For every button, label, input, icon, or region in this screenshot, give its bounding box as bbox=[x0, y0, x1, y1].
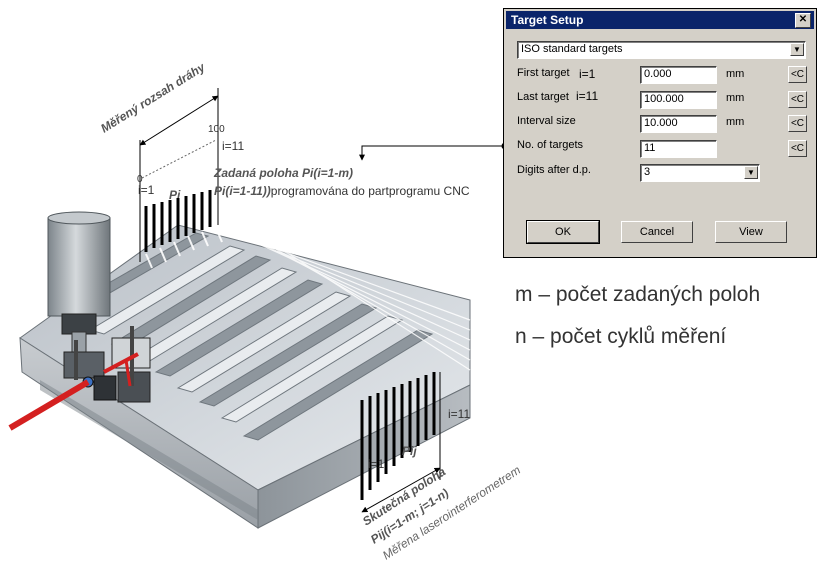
last-target-clear-button[interactable]: <C bbox=[788, 91, 807, 108]
note-m: m – počet zadaných poloh bbox=[515, 283, 761, 306]
zadana-label-1: Zadaná poloha Pi(i=1-m) bbox=[213, 166, 353, 180]
table-ledge bbox=[40, 380, 258, 520]
first-target-unit: mm bbox=[726, 68, 745, 80]
top-target-markers bbox=[144, 190, 212, 252]
digits-chevron-down-icon[interactable]: ▼ bbox=[744, 166, 758, 179]
ok-button[interactable]: OK bbox=[526, 220, 600, 244]
last-target-note: i=11 bbox=[576, 89, 599, 103]
dialog-title: Target Setup bbox=[511, 13, 584, 27]
machine-table bbox=[19, 224, 471, 529]
spindle bbox=[47, 211, 111, 363]
digits-value: 3 bbox=[644, 166, 651, 178]
zadana-label-2-bold: Pi(i=1-11)) bbox=[214, 184, 271, 198]
view-button[interactable]: View bbox=[715, 221, 787, 243]
dialog-pointer bbox=[359, 142, 509, 161]
first-target-label: First target bbox=[517, 67, 570, 79]
bottom-i11-label: i=11 bbox=[448, 407, 470, 421]
num-targets-input[interactable]: 11 bbox=[640, 140, 717, 158]
cancel-button[interactable]: Cancel bbox=[621, 221, 693, 243]
interval-clear-button[interactable]: <C bbox=[788, 115, 807, 132]
bottom-pij-label: Pij bbox=[402, 444, 417, 458]
first-target-clear-button[interactable]: <C bbox=[788, 66, 807, 83]
table-grooves bbox=[229, 231, 471, 371]
laser-beam bbox=[8, 352, 139, 431]
last-target-label: Last target bbox=[517, 91, 569, 103]
zadana-label-2: Pi(i=1-11))programována do partprogramu … bbox=[214, 184, 470, 198]
range-label: Měřený rozsah dráhy bbox=[98, 59, 208, 135]
last-target-input[interactable]: 100.000 bbox=[640, 91, 717, 109]
preset-value: ISO standard targets bbox=[521, 43, 623, 55]
digits-select[interactable]: 3 ▼ bbox=[640, 164, 760, 182]
tick-0: 0 bbox=[137, 174, 143, 185]
top-i11-label: i=11 bbox=[222, 139, 244, 153]
dialog-titlebar[interactable]: Target Setup ✕ bbox=[506, 11, 814, 29]
zadana-label-2-rest: programována do partprogramu CNC bbox=[271, 184, 470, 198]
ghost-markers bbox=[145, 227, 223, 269]
preset-select[interactable]: ISO standard targets ▼ bbox=[517, 41, 806, 59]
chevron-down-icon[interactable]: ▼ bbox=[790, 43, 804, 56]
target-setup-dialog: Target Setup ✕ ISO standard targets ▼ Fi… bbox=[503, 8, 817, 258]
interval-size-unit: mm bbox=[726, 116, 745, 128]
interval-size-input[interactable]: 10.000 bbox=[640, 115, 717, 133]
num-targets-clear-button[interactable]: <C bbox=[788, 140, 807, 157]
last-target-unit: mm bbox=[726, 92, 745, 104]
tick-100: 100 bbox=[208, 124, 225, 135]
digits-label: Digits after d.p. bbox=[517, 164, 591, 176]
first-target-input[interactable]: 0.000 bbox=[640, 66, 717, 84]
t-slots bbox=[56, 232, 434, 441]
interval-size-label: Interval size bbox=[517, 115, 576, 127]
top-i1-label: i=1 bbox=[138, 183, 155, 197]
close-icon[interactable]: ✕ bbox=[795, 13, 811, 28]
num-targets-label: No. of targets bbox=[517, 139, 584, 151]
first-target-note: i=1 bbox=[579, 67, 596, 81]
note-n: n – počet cyklů měření bbox=[515, 325, 727, 348]
bottom-i1-label: i=1 bbox=[368, 457, 385, 471]
